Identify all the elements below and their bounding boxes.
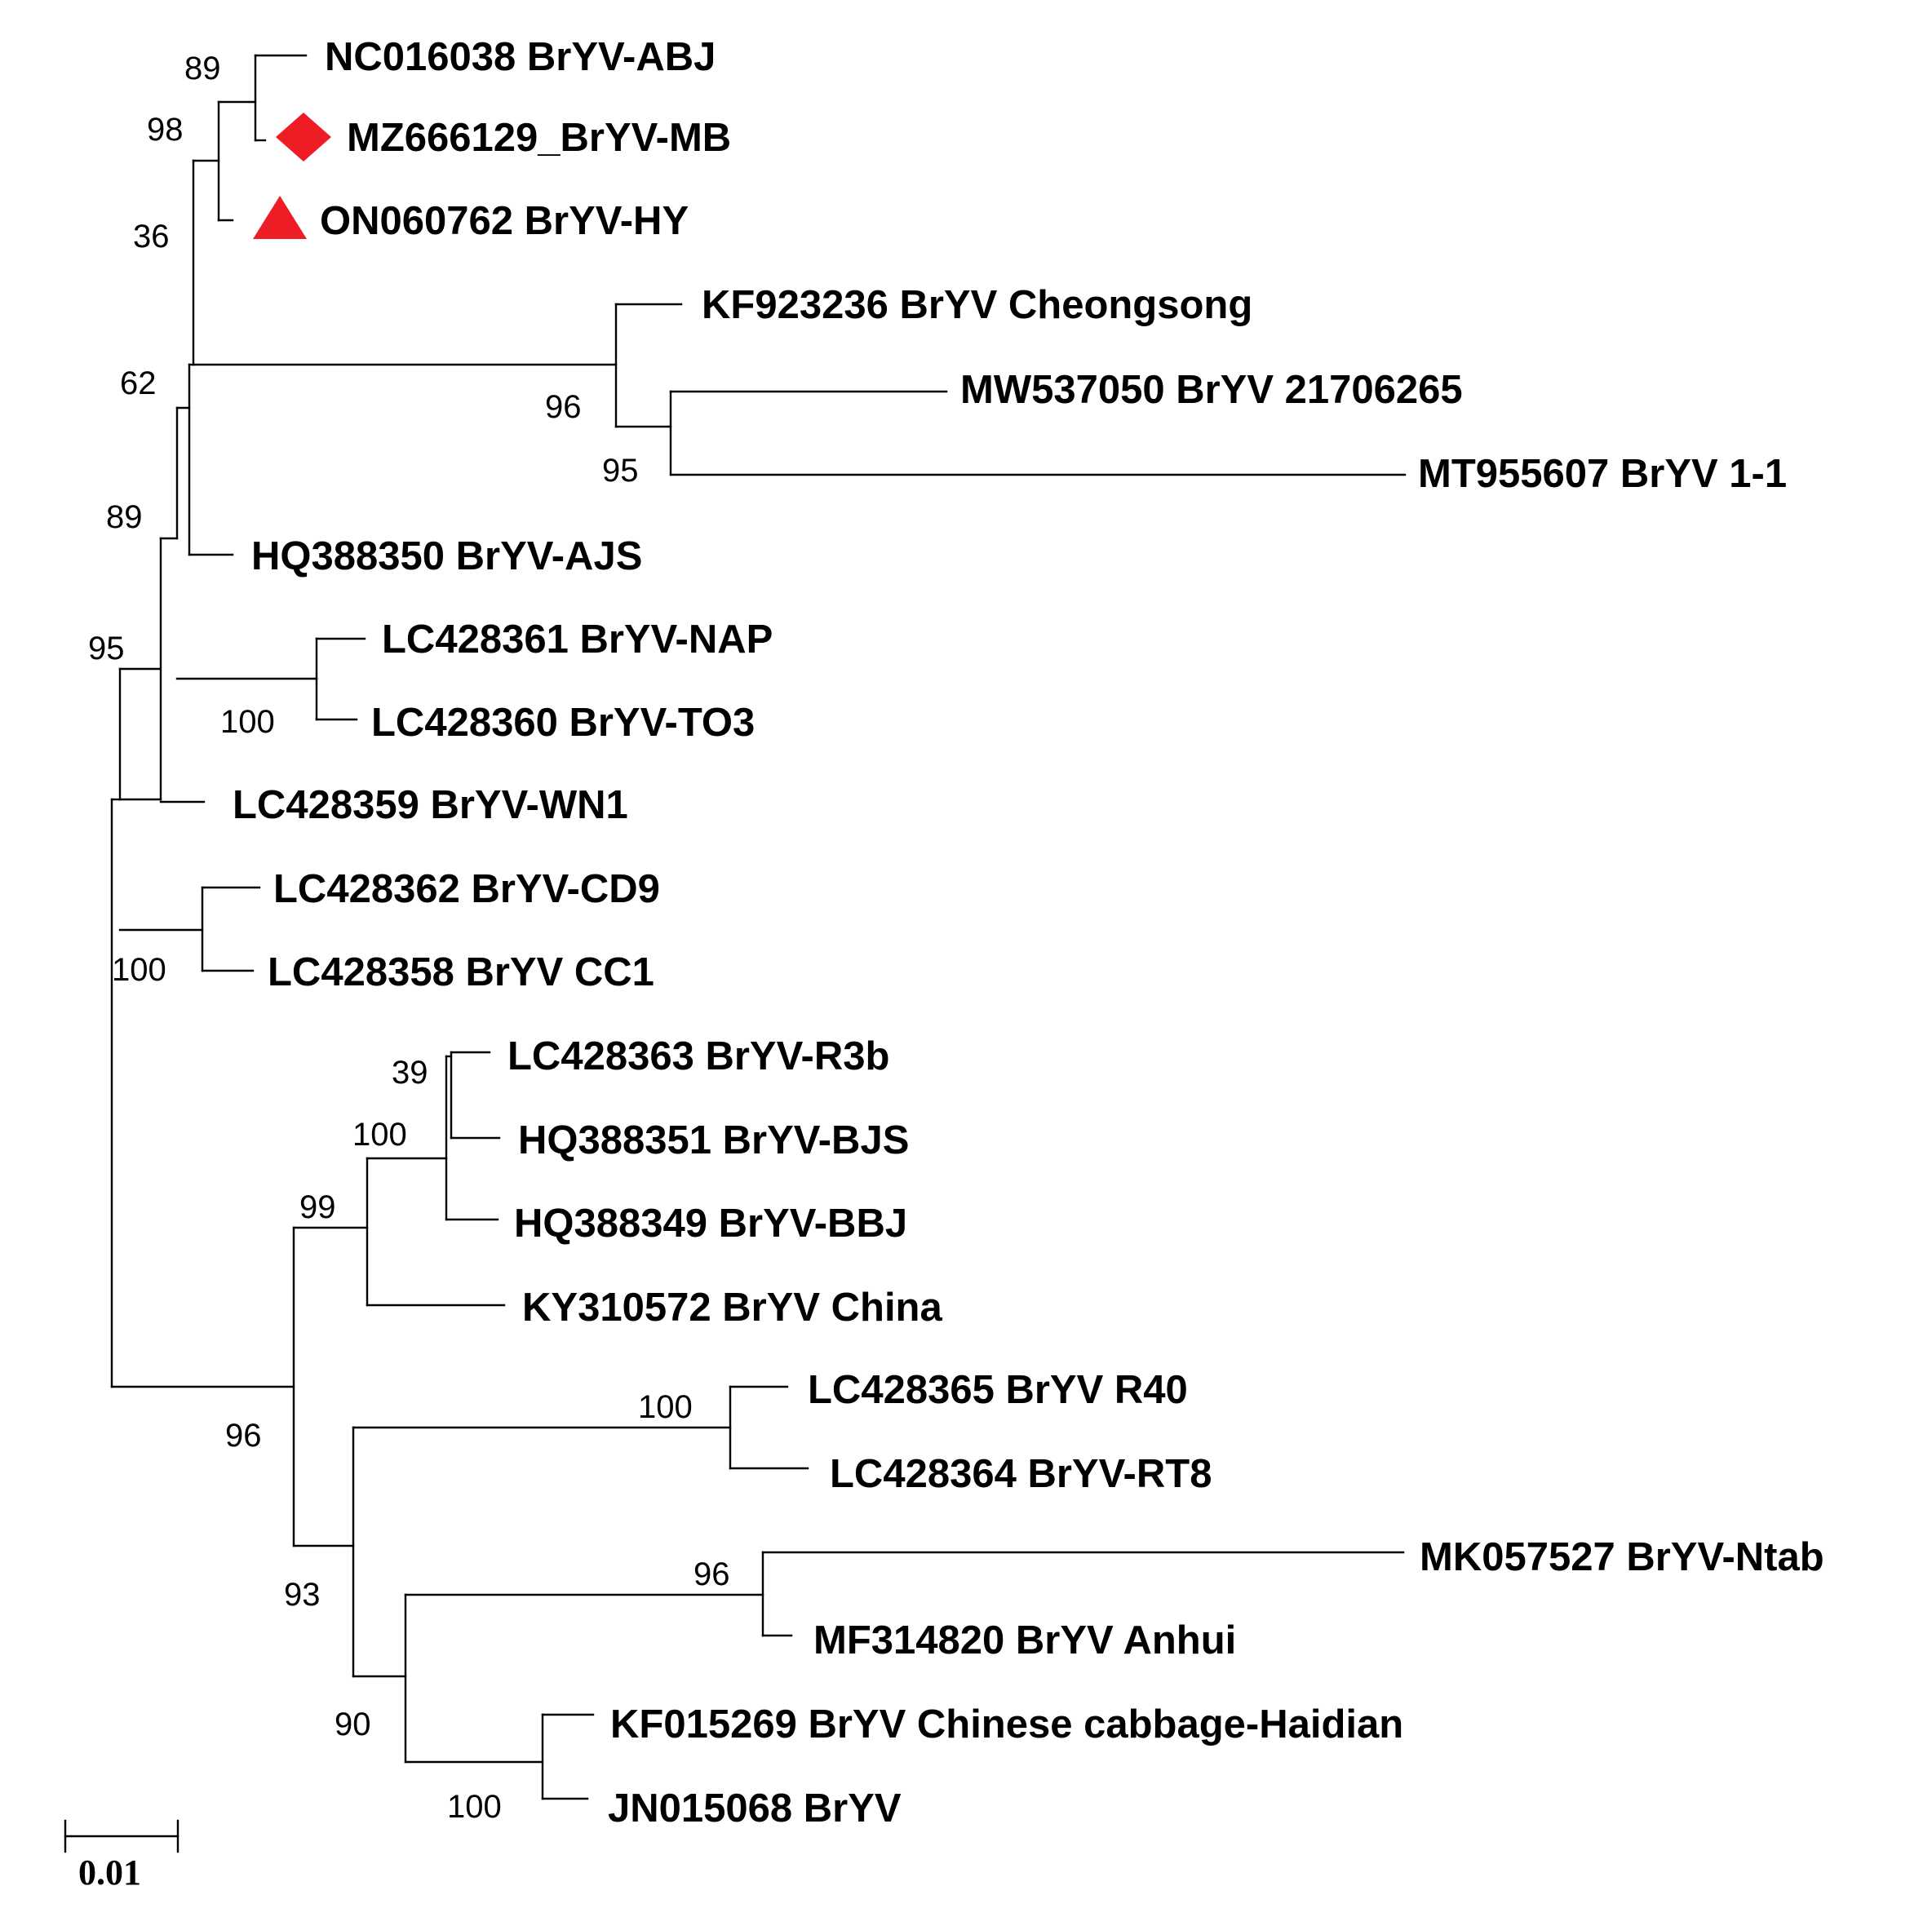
taxon-label: KY310572 BrYV China	[522, 1286, 942, 1330]
taxon-label: LC428362 BrYV-CD9	[273, 867, 660, 911]
taxon-label: HQ388349 BrYV-BBJ	[514, 1202, 907, 1246]
bootstrap-value: 95	[88, 631, 125, 666]
scale-bar: 0.01	[64, 1819, 179, 1893]
taxon-label: HQ388350 BrYV-AJS	[251, 534, 642, 578]
bootstrap-value: 100	[220, 704, 275, 740]
taxon-label: LC428360 BrYV-TO3	[371, 701, 755, 745]
bootstrap-value: 100	[638, 1389, 693, 1425]
taxon-label: LC428359 BrYV-WN1	[233, 783, 628, 827]
bootstrap-value: 36	[133, 219, 170, 255]
bootstrap-value: 96	[225, 1418, 262, 1454]
taxon-labels: NC016038 BrYV-ABJ MZ666129_BrYV-MB ON06076…	[233, 35, 1824, 1831]
bootstrap-values: 8998366296958995100100391009910096969390…	[88, 51, 730, 1825]
taxon-label: LC428365 BrYV R40	[808, 1368, 1188, 1412]
bootstrap-value: 95	[602, 453, 639, 489]
bootstrap-value: 100	[447, 1789, 502, 1825]
taxon-label: LC428358 BrYV CC1	[268, 950, 654, 994]
bootstrap-value: 93	[284, 1577, 321, 1613]
bootstrap-value: 99	[299, 1189, 336, 1225]
taxon-label: LC428363 BrYV-R3b	[507, 1034, 889, 1078]
taxon-label: MZ666129_BrYV-MB	[347, 116, 731, 160]
bootstrap-value: 96	[693, 1556, 730, 1592]
taxon-label: HQ388351 BrYV-BJS	[518, 1118, 909, 1162]
bootstrap-value: 62	[120, 365, 157, 401]
taxon-label: LC428361 BrYV-NAP	[382, 618, 773, 662]
taxon-label: ON060762 BrYV-HY	[320, 199, 689, 243]
red-diamond-marker	[276, 113, 331, 162]
bootstrap-value: 98	[147, 112, 184, 148]
taxon-label: MK057527 BrYV-Ntab	[1420, 1535, 1824, 1579]
bootstrap-value: 96	[545, 389, 582, 425]
taxon-label: KF923236 BrYV Cheongsong	[702, 283, 1252, 327]
bootstrap-value: 100	[352, 1117, 407, 1153]
taxon-label: MW537050 BrYV 21706265	[960, 368, 1463, 412]
bootstrap-value: 89	[184, 51, 221, 86]
taxon-label: KF015269 BrYV Chinese cabbage-Haidian	[610, 1702, 1403, 1746]
bootstrap-value: 100	[112, 952, 166, 988]
tree-branches	[110, 54, 1407, 1800]
scale-bar-label: 0.01	[78, 1853, 141, 1893]
taxon-label: JN015068 BrYV	[608, 1786, 902, 1831]
red-triangle-marker	[253, 196, 307, 239]
taxon-markers	[253, 113, 331, 239]
bootstrap-value: 39	[392, 1055, 428, 1091]
taxon-label: MF314820 BrYV Anhui	[813, 1618, 1236, 1662]
taxon-label: NC016038 BrYV-ABJ	[325, 35, 716, 79]
bootstrap-value: 89	[106, 499, 143, 535]
taxon-label: MT955607 BrYV 1-1	[1418, 452, 1787, 496]
taxon-label: LC428364 BrYV-RT8	[830, 1452, 1212, 1496]
bootstrap-value: 90	[335, 1707, 371, 1742]
